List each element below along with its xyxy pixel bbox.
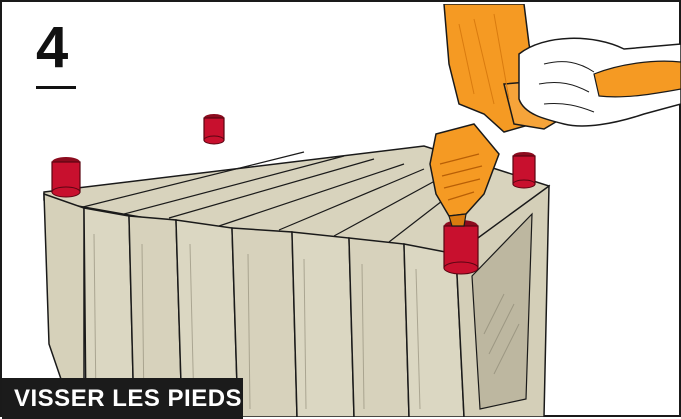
step-caption-bar: VISSER LES PIEDS xyxy=(2,378,243,419)
foot-back-right-icon xyxy=(512,152,536,189)
assembly-illustration xyxy=(43,4,681,417)
hand-icon xyxy=(518,37,681,127)
foot-front-right-icon xyxy=(443,220,479,275)
foot-back-left-icon xyxy=(203,114,225,145)
front-planks xyxy=(83,207,465,417)
foot-front-left-icon xyxy=(51,157,81,198)
step-number-underline xyxy=(36,86,76,89)
crate-inner-cavity xyxy=(471,212,533,410)
step-title: VISSER LES PIEDS xyxy=(14,385,243,412)
crate-left-face xyxy=(43,192,85,417)
top-plank-lines xyxy=(78,151,465,243)
step-number: 4 xyxy=(36,15,69,80)
inner-hatching xyxy=(483,293,520,375)
